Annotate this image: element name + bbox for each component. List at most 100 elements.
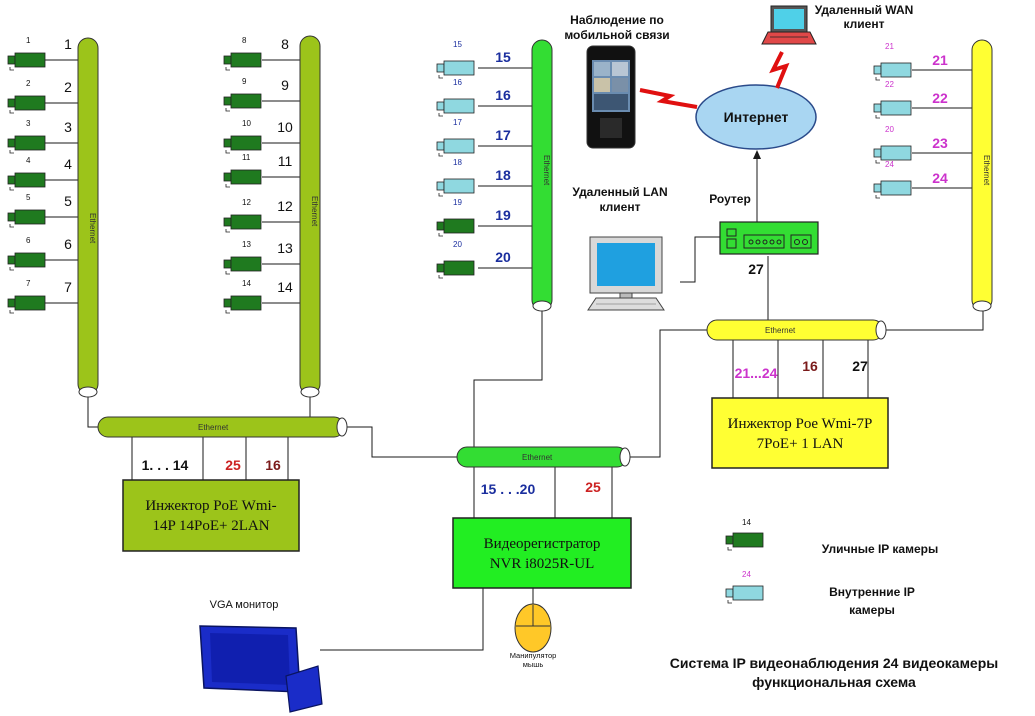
legend-indoor-label-line1: Внутренние IP (829, 585, 915, 599)
diagram-title-line1: Система IP видеонаблюдения 24 видеокамер… (670, 655, 998, 671)
camera-number-small: 13 (242, 240, 251, 249)
mobile-label-line2: мобильной связи (564, 28, 669, 42)
port-label: 25 (585, 479, 601, 495)
cable-label: Ethernet (88, 213, 97, 244)
cable-label: Ethernet (542, 155, 551, 186)
camera-number: 5 (64, 193, 72, 209)
indoor-camera-icon (436, 178, 475, 197)
indoor-camera-icon (873, 145, 912, 164)
camera-number: 23 (932, 135, 948, 151)
wire-left-cams (45, 59, 88, 304)
street-camera-icon (436, 218, 475, 237)
legend-street-label: Уличные IP камеры (822, 542, 938, 556)
injector-left-line2: 14P 14PoE+ 2LAN (152, 518, 269, 534)
router-icon (719, 221, 819, 255)
horizontal-cables: Ethernet Ethernet Ethernet (97, 319, 887, 468)
legend-indoor-label-line2: камеры (849, 603, 895, 617)
vertical-cables: Ethernet Ethernet Ethernet Ethernet (77, 35, 993, 398)
camera-number-small: 4 (26, 156, 31, 165)
port-label: 16 (265, 457, 281, 473)
indoor-camera-icon (436, 98, 475, 117)
camera-number: 8 (281, 36, 289, 52)
injector-right: Инжектор Poe Wmi-7P 7PoE+ 1 LAN 21...24 … (711, 358, 889, 469)
camera-number: 7 (64, 279, 72, 295)
camera-number-small: 2 (26, 79, 31, 88)
lan-label-line2: клиент (600, 200, 641, 214)
camera-number: 21 (932, 52, 948, 68)
camera-number: 17 (495, 127, 511, 143)
mouse-label-line2: мышь (523, 660, 544, 669)
diagram-title-line2: функциональная схема (752, 674, 916, 690)
cable-label: Ethernet (765, 326, 796, 335)
port-label: 27 (852, 358, 868, 374)
camera-number-small: 12 (242, 198, 251, 207)
wire-left-to-center (343, 426, 458, 458)
camera-number-small: 19 (453, 198, 462, 207)
wire-right-drops (732, 336, 869, 398)
street-camera-icon (7, 172, 46, 191)
camera-number: 20 (495, 249, 511, 265)
mouse-label-line1: Манипулятор (510, 651, 557, 660)
camera-number: 14 (277, 279, 293, 295)
vga-label: VGA монитор (210, 599, 279, 611)
legend-indoor-number: 24 (742, 570, 751, 579)
camera-number: 9 (281, 77, 289, 93)
legend-street-number: 14 (742, 518, 751, 527)
camera-number-small: 10 (242, 119, 251, 128)
nvr-box: Видеорегистратор NVR i8025R-UL 15 . . .2… (452, 479, 632, 589)
street-camera-icon (7, 252, 46, 271)
nvr-line1: Видеорегистратор (484, 536, 601, 552)
port-label: 21...24 (735, 365, 778, 381)
camera-number: 15 (495, 49, 511, 65)
cable-label: Ethernet (982, 155, 991, 186)
indoor-camera-icon (873, 180, 912, 199)
cable-mid-vertical: Ethernet (299, 35, 321, 398)
street-camera-icon (223, 214, 262, 233)
port-label: 15 . . .20 (481, 481, 536, 497)
injector-left-line1: Инжектор PoE Wmi- (145, 498, 276, 514)
wire-center-to-right (627, 329, 708, 458)
wire-right-vertical-to-cable (880, 308, 984, 331)
mouse-icon (514, 603, 552, 653)
wan-label-line2: клиент (844, 17, 885, 31)
camera-number-small: 18 (453, 158, 462, 167)
street-camera-icon (7, 95, 46, 114)
camera-number: 2 (64, 79, 72, 95)
street-camera-icon (7, 295, 46, 314)
camera-number: 4 (64, 156, 72, 172)
street-camera-icon (223, 52, 262, 71)
street-camera-icon (223, 256, 262, 275)
street-camera-icon (7, 52, 46, 71)
street-camera-icon (223, 135, 262, 154)
cable-center-horizontal: Ethernet (456, 446, 631, 468)
camera-number-small: 3 (26, 119, 31, 128)
wire-right-cams (912, 69, 982, 189)
street-camera-icon (223, 169, 262, 188)
camera-number: 10 (277, 119, 293, 135)
port-label: 16 (802, 358, 818, 374)
cable-right-vertical: Ethernet (971, 39, 993, 312)
wire-left-to-hcable (87, 392, 100, 428)
wan-label-line1: Удаленный WAN (815, 3, 914, 17)
camera-number: 19 (495, 207, 511, 223)
wire-nvr-drops (473, 465, 613, 518)
camera-number: 18 (495, 167, 511, 183)
arrow-head (753, 150, 761, 159)
cable-center-vertical: Ethernet (531, 39, 553, 312)
legend-indoor-camera-icon (725, 585, 764, 604)
lan-label-line1: Удаленный LAN (572, 185, 667, 199)
camera-number-small: 20 (453, 240, 462, 249)
street-camera-icon (436, 260, 475, 279)
indoor-camera-icon (873, 62, 912, 81)
camera-number-small: 16 (453, 78, 462, 87)
lan-computer-icon (587, 236, 665, 311)
camera-number-small: 22 (885, 80, 894, 89)
cable-label: Ethernet (310, 196, 319, 227)
lightning-mobile-icon (639, 88, 698, 109)
camera-number: 13 (277, 240, 293, 256)
